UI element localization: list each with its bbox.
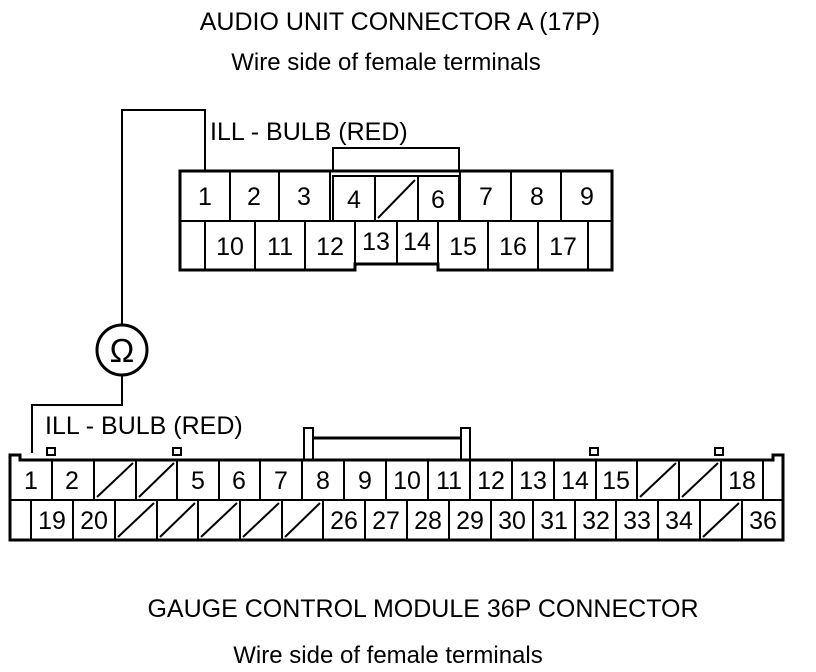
gauge-connector-subtitle: Wire side of female terminals (233, 642, 542, 669)
gauge-probe-label: ILL - BULB (RED) (45, 412, 243, 440)
gauge-pin-label: 6 (232, 467, 246, 495)
gauge-pin-label: 1 (24, 467, 38, 495)
gauge-pin-label: 32 (582, 507, 610, 535)
gauge-connector: 1 2 5 6 7 8 9 10 11 12 13 14 15 18 19 20… (8, 427, 785, 542)
audio-connector: 1 2 3 4 6 7 8 9 10 11 12 13 14 15 16 17 (178, 147, 614, 272)
audio-pin-label: 13 (362, 228, 390, 256)
gauge-pin-label: 36 (749, 507, 777, 535)
audio-pin-label: 12 (316, 233, 344, 261)
gauge-pin-label: 2 (65, 467, 79, 495)
gauge-pin-label: 14 (561, 467, 589, 495)
gauge-pin-label: 20 (80, 507, 108, 535)
gauge-pin-label: 31 (540, 507, 568, 535)
probe-wire-upper (121, 109, 206, 325)
gauge-pin-label: 7 (274, 467, 288, 495)
gauge-pin-label: 18 (728, 467, 756, 495)
gauge-pin-label: 34 (665, 507, 693, 535)
audio-pin-label: 9 (580, 183, 594, 211)
gauge-pin-label: 9 (358, 467, 372, 495)
audio-pin-label: 1 (198, 183, 212, 211)
audio-pin-label: 10 (216, 233, 244, 261)
gauge-pin-label: 33 (623, 507, 651, 535)
probe-wire-lower (31, 375, 123, 453)
gauge-lock-post-left (303, 427, 314, 461)
gauge-pin-label: 26 (330, 507, 358, 535)
audio-pin-label: 4 (347, 186, 361, 214)
audio-pin-label: 8 (530, 183, 544, 211)
gauge-pin-label: 19 (38, 507, 66, 535)
ohmmeter: Ω (95, 323, 149, 377)
gauge-pin-label: 10 (393, 467, 421, 495)
audio-pin-label: 11 (267, 233, 293, 261)
audio-pin-label: 16 (499, 233, 527, 261)
gauge-pin-label: 27 (372, 507, 400, 535)
gauge-pin-label: 29 (456, 507, 484, 535)
gauge-pin-label: 15 (602, 467, 630, 495)
gauge-lock-post-right (460, 427, 471, 461)
gauge-connector-title: GAUGE CONTROL MODULE 36P CONNECTOR (147, 595, 698, 623)
gauge-pin-label: 28 (414, 507, 442, 535)
audio-probe-label: ILL - BULB (RED) (210, 118, 408, 146)
ohmmeter-circle (95, 323, 149, 377)
gauge-pin-label: 30 (498, 507, 526, 535)
gauge-pin-label: 12 (477, 467, 505, 495)
audio-pin-label: 6 (431, 186, 445, 214)
audio-pin-label: 7 (479, 183, 493, 211)
audio-connector-title: AUDIO UNIT CONNECTOR A (17P) (200, 8, 601, 36)
audio-blank-cavity-slash (377, 179, 416, 219)
audio-pin-label: 15 (449, 233, 477, 261)
gauge-pin-label: 11 (436, 467, 462, 495)
gauge-pin-label: 8 (316, 467, 330, 495)
gauge-connector-body (8, 453, 785, 542)
audio-pin-label: 17 (549, 233, 577, 261)
audio-connector-subtitle: Wire side of female terminals (231, 49, 540, 76)
audio-pin-label: 3 (297, 183, 311, 211)
audio-pin-label: 14 (403, 228, 431, 256)
audio-pin-label: 2 (247, 183, 261, 211)
gauge-pin-label: 13 (519, 467, 547, 495)
gauge-pin-label: 5 (191, 467, 205, 495)
ohm-icon: Ω (110, 332, 135, 369)
